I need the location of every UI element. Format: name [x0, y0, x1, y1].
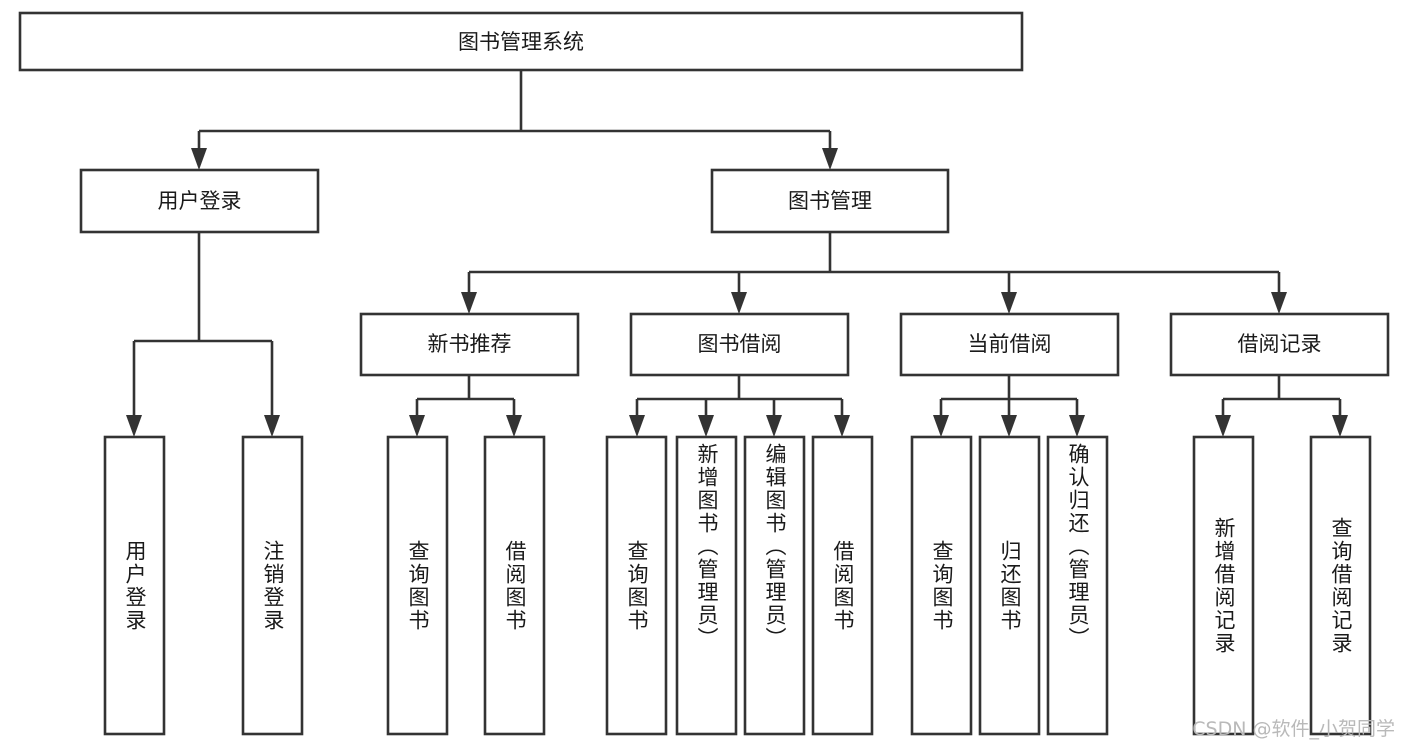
- node-new-book-rec-label: 新书推荐: [428, 332, 512, 356]
- connectors-bookmanage-to-level3: [461, 232, 1287, 314]
- watermark-text: CSDN @软件_小贺同学: [1192, 718, 1395, 740]
- node-root-label: 图书管理系统: [458, 30, 584, 54]
- node-leaf-query-book-3[interactable]: [910, 435, 973, 736]
- connectors-userlogin-to-leaves: [126, 232, 280, 437]
- connectors-borrowrecord-to-leaves: [1215, 375, 1348, 437]
- node-book-manage[interactable]: 图书管理: [710, 168, 950, 234]
- arrow-head-icon: [766, 415, 782, 437]
- node-leaf-confirm-return[interactable]: [1046, 435, 1109, 736]
- arrow-head-icon: [461, 292, 477, 314]
- arrow-head-icon: [126, 415, 142, 437]
- connectors-root-to-level2: [191, 70, 838, 170]
- node-user-login[interactable]: 用户登录: [79, 168, 320, 234]
- arrow-head-icon: [1001, 292, 1017, 314]
- node-leaf-return-book[interactable]: [978, 435, 1041, 736]
- arrow-head-icon: [1271, 292, 1287, 314]
- node-book-manage-label: 图书管理: [788, 189, 872, 213]
- arrow-head-icon: [731, 292, 747, 314]
- arrow-head-icon: [1332, 415, 1348, 437]
- arrow-head-icon: [698, 415, 714, 437]
- arrow-head-icon: [264, 415, 280, 437]
- connectors-newbookrec-to-leaves: [409, 375, 522, 437]
- node-leaf-query-book-1[interactable]: [386, 435, 449, 736]
- node-leaf-add-record[interactable]: [1192, 435, 1255, 736]
- node-leaf-user-login[interactable]: [103, 435, 166, 736]
- arrow-head-icon: [191, 148, 207, 170]
- node-leaf-borrow-book-2[interactable]: [811, 435, 874, 736]
- node-new-book-rec[interactable]: 新书推荐: [359, 312, 580, 377]
- node-current-borrow-label: 当前借阅: [968, 332, 1052, 356]
- node-current-borrow[interactable]: 当前借阅: [899, 312, 1120, 377]
- arrow-head-icon: [1001, 415, 1017, 437]
- node-leaf-query-book-2[interactable]: [605, 435, 668, 736]
- arrow-head-icon: [1069, 415, 1085, 437]
- node-leaf-logout[interactable]: [241, 435, 304, 736]
- arrow-head-icon: [933, 415, 949, 437]
- connectors-bookborrow-to-leaves: [629, 375, 850, 437]
- node-leaf-borrow-book-1[interactable]: [483, 435, 546, 736]
- node-book-borrow[interactable]: 图书借阅: [629, 312, 850, 377]
- node-book-borrow-label: 图书借阅: [698, 332, 782, 356]
- arrow-head-icon: [629, 415, 645, 437]
- arrow-head-icon: [409, 415, 425, 437]
- node-borrow-record[interactable]: 借阅记录: [1169, 312, 1390, 377]
- arrow-head-icon: [506, 415, 522, 437]
- node-user-login-label: 用户登录: [158, 189, 242, 213]
- arrow-head-icon: [822, 148, 838, 170]
- node-leaf-edit-book[interactable]: [743, 435, 806, 736]
- arrow-head-icon: [1215, 415, 1231, 437]
- arrow-head-icon: [834, 415, 850, 437]
- leaf-boxes: [103, 435, 1372, 736]
- node-leaf-query-record[interactable]: [1309, 435, 1372, 736]
- node-leaf-add-book[interactable]: [675, 435, 738, 736]
- node-borrow-record-label: 借阅记录: [1238, 332, 1322, 356]
- node-root[interactable]: 图书管理系统: [18, 11, 1024, 72]
- connectors-currentborrow-to-leaves: [933, 375, 1085, 437]
